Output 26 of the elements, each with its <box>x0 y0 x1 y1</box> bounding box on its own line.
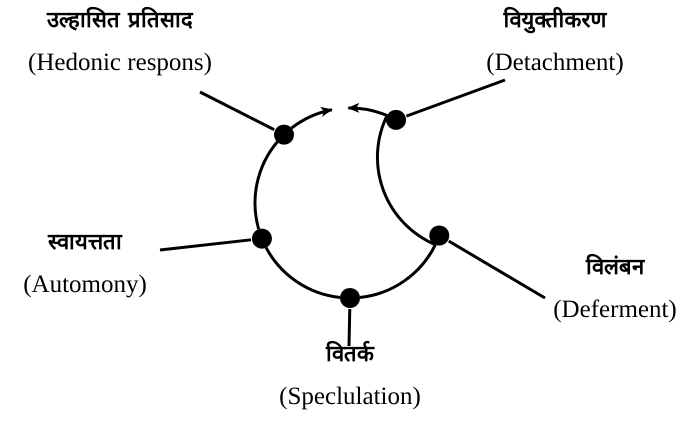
cycle-arrow <box>290 108 333 130</box>
leader-line <box>160 238 252 252</box>
dot-marker <box>252 228 272 249</box>
dot-marker <box>386 110 406 130</box>
cycle-arc <box>264 246 340 299</box>
term-label: वियुक्तीकरण <box>504 6 606 36</box>
translation-label: (Deferment) <box>553 295 677 325</box>
cycle-arc <box>376 114 436 246</box>
cycle-arrow <box>347 103 388 117</box>
translation-label: (Hedonic respons) <box>28 48 212 78</box>
term-label: उल्हासित प्रतिसाद <box>47 6 193 35</box>
leader-line <box>406 78 506 118</box>
term-label: वितर्क <box>326 340 374 369</box>
cycle-arc <box>360 244 437 299</box>
dot-marker <box>429 226 450 246</box>
leader-line <box>199 90 275 132</box>
translation-label: (Automony) <box>23 270 147 300</box>
term-label: स्वायत्तता <box>48 229 122 257</box>
dot-marker <box>340 288 360 308</box>
cycle-arc <box>254 141 278 230</box>
leader-line <box>348 308 352 346</box>
translation-label: (Speclulation) <box>279 382 421 412</box>
dot-marker <box>274 124 294 145</box>
term-label: विलंबन <box>586 252 644 282</box>
leader-line <box>448 240 546 300</box>
translation-label: (Detachment) <box>486 48 624 78</box>
